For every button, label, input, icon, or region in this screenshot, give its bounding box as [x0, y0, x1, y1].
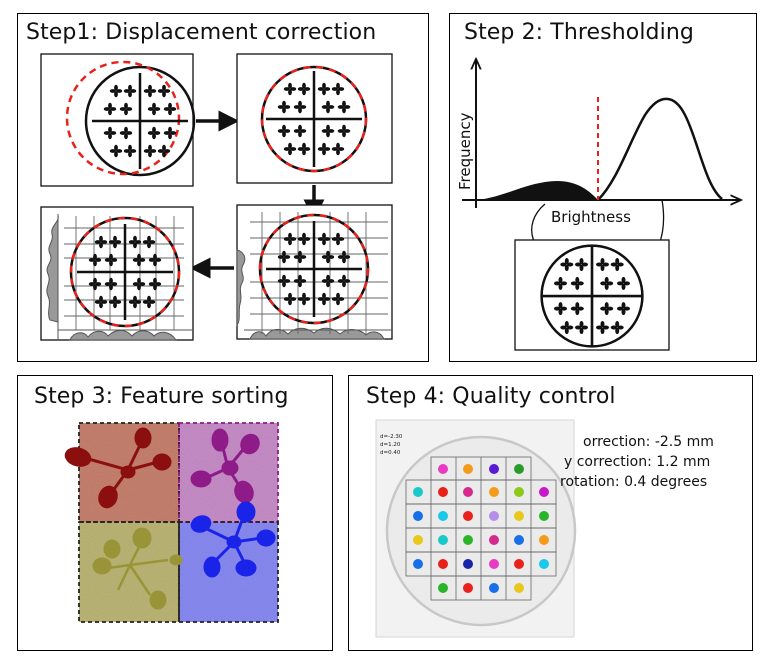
readout-x-correction: orrection: -2.5 mm — [583, 434, 714, 450]
bright-peak — [597, 97, 723, 201]
step4-title: Step 4: Quality control — [366, 384, 616, 409]
step1-box-grid — [236, 204, 393, 340]
plate-photo: d=-2.30 d=1.20 d=0.40 — [375, 419, 577, 638]
photo-labels: d=-2.30 d=1.20 d=0.40 — [380, 434, 403, 456]
histogram-ylabel: Frequency — [456, 112, 474, 190]
step1-box-original — [40, 53, 196, 187]
rosette-olive — [92, 527, 183, 610]
dark-peak — [478, 180, 598, 200]
histogram-xlabel: Brightness — [551, 208, 631, 226]
step1-box-final — [40, 206, 194, 341]
step2-title: Step 2: Thresholding — [464, 20, 694, 45]
rosette-red — [64, 427, 172, 509]
plate-outline — [84, 65, 196, 177]
thresholded-plate — [514, 239, 670, 351]
rosette-blue — [190, 501, 276, 578]
rosette-purple — [190, 428, 260, 504]
quadrant-olive — [79, 522, 179, 622]
photo-label: d=-2.30 — [380, 434, 403, 440]
step1-box-aligned — [236, 53, 393, 184]
histogram — [462, 60, 740, 208]
target-circle-red — [65, 60, 181, 176]
step1-title: Step1: Displacement correction — [26, 20, 377, 45]
photo-label: d=0.40 — [380, 450, 401, 456]
readout-rotation: rotation: 0.4 degrees — [560, 474, 707, 490]
readout-y-correction: y correction: 1.2 mm — [564, 454, 710, 470]
photo-label: d=1.20 — [380, 442, 401, 448]
step3-title: Step 3: Feature sorting — [34, 384, 289, 409]
